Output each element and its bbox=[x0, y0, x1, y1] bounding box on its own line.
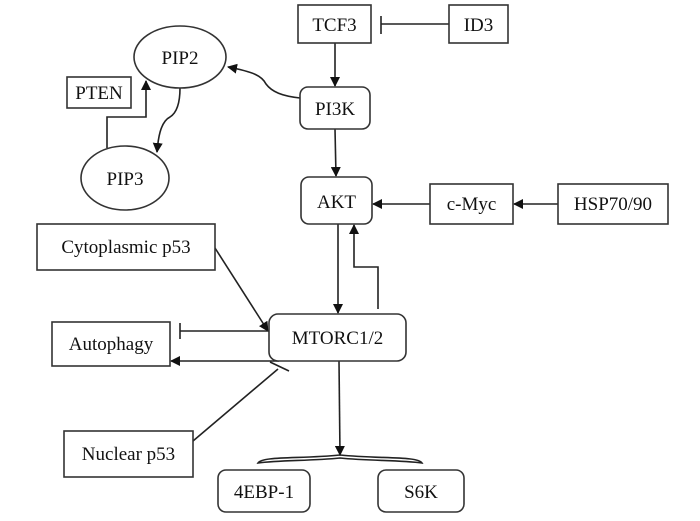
node-autophagy: Autophagy bbox=[51, 321, 171, 367]
node-label: PTEN bbox=[75, 83, 123, 104]
node-label: TCF3 bbox=[312, 15, 356, 36]
edge-pip3-pten-pip2 bbox=[106, 80, 151, 148]
node-cmyc: c-Myc bbox=[429, 183, 514, 225]
node-cytoplasmic-p53: Cytoplasmic p53 bbox=[36, 223, 216, 271]
node-label: HSP70/90 bbox=[574, 194, 652, 215]
node-hsp: HSP70/90 bbox=[557, 183, 669, 225]
node-pten: PTEN bbox=[66, 76, 132, 109]
edge-pi3k-pip2 bbox=[227, 63, 301, 99]
node-id3: ID3 bbox=[448, 4, 509, 44]
node-4ebp1: 4EBP-1 bbox=[217, 469, 311, 513]
node-pip3: PIP3 bbox=[80, 145, 170, 211]
node-label: 4EBP-1 bbox=[234, 482, 294, 503]
target-bracket bbox=[256, 454, 424, 465]
edges bbox=[106, 16, 558, 465]
node-akt: AKT bbox=[300, 176, 373, 225]
edge-pip2-pip3 bbox=[152, 87, 181, 153]
node-mtorc: MTORC1/2 bbox=[268, 313, 407, 362]
node-s6k: S6K bbox=[377, 469, 465, 513]
node-label: AKT bbox=[317, 192, 356, 213]
node-nuclear-p53: Nuclear p53 bbox=[63, 430, 194, 478]
node-label: c-Myc bbox=[447, 194, 497, 215]
node-pi3k: PI3K bbox=[299, 86, 371, 130]
edge-cytop53-mtorc bbox=[214, 247, 269, 332]
node-label: Autophagy bbox=[69, 334, 154, 355]
edge-mtorc-akt bbox=[349, 224, 379, 309]
node-label: S6K bbox=[404, 482, 438, 503]
node-label: Nuclear p53 bbox=[82, 444, 175, 465]
node-pip2: PIP2 bbox=[133, 25, 227, 89]
edge-pi3k-akt bbox=[330, 128, 341, 177]
node-label: Cytoplasmic p53 bbox=[61, 237, 190, 258]
node-tcf3: TCF3 bbox=[297, 4, 372, 44]
node-label: ID3 bbox=[464, 15, 494, 36]
node-label: PIP3 bbox=[107, 169, 144, 190]
node-label: MTORC1/2 bbox=[292, 328, 384, 349]
edge-nuclearp53-block bbox=[192, 368, 279, 442]
node-label: PIP2 bbox=[162, 48, 199, 69]
edge-mtorc-targets bbox=[334, 360, 345, 456]
node-label: PI3K bbox=[315, 99, 355, 120]
block-bar-nuclearp53 bbox=[269, 361, 290, 372]
